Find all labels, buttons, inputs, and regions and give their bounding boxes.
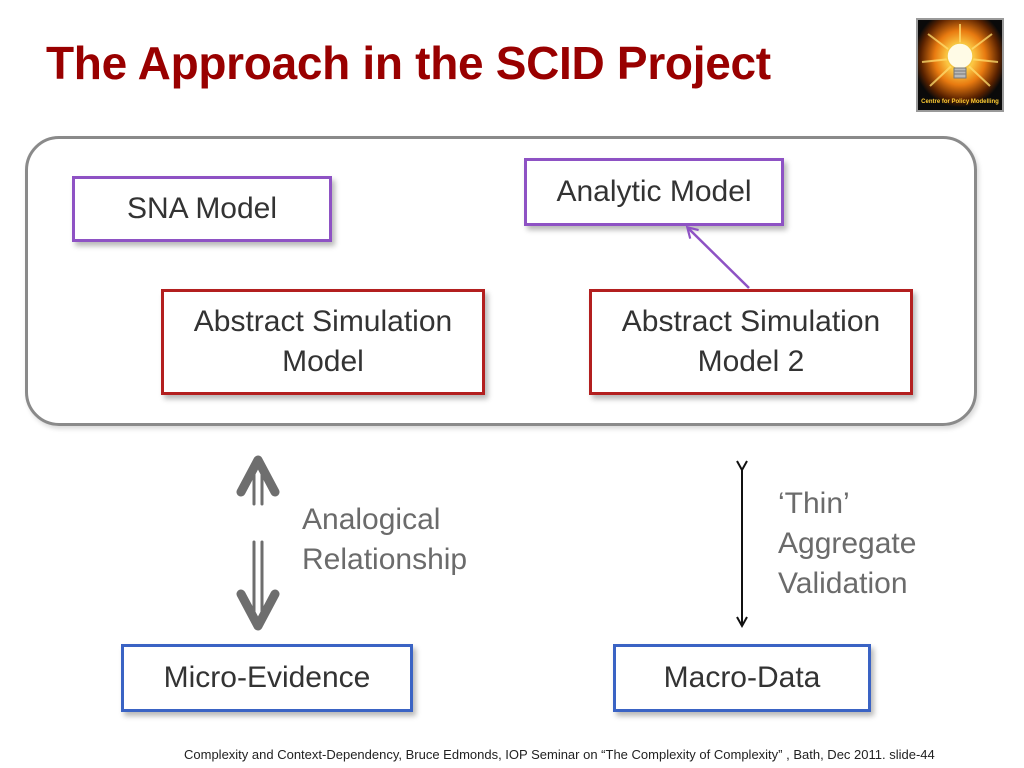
sna-model-box: SNA Model (72, 176, 332, 242)
micro-evidence-box: Micro-Evidence (121, 644, 413, 712)
macro-data-label: Macro-Data (663, 661, 821, 694)
logo: Centre for Policy Modelling (916, 18, 1004, 112)
analogical-line2: Relationship (302, 543, 468, 576)
abstract-sim-line2: Model (282, 345, 364, 378)
thin-line3: Validation (778, 567, 908, 600)
analogical-relationship-label: Analogical Relationship (302, 500, 467, 580)
slide-footer: Complexity and Context-Dependency, Bruce… (184, 747, 935, 762)
abstract-sim2-line2: Model 2 (697, 345, 805, 378)
micro-evidence-label: Micro-Evidence (163, 661, 371, 694)
lightbulb-icon (918, 20, 1002, 110)
analogical-line1: Analogical (302, 503, 441, 536)
logo-caption: Centre for Policy Modelling (921, 99, 999, 105)
abstract-simulation-model-box: Abstract Simulation Model (161, 289, 485, 395)
analytic-model-label: Analytic Model (556, 175, 752, 208)
models-container (25, 136, 977, 426)
thin-line2: Aggregate (778, 527, 917, 560)
slide-title: The Approach in the SCID Project (46, 37, 771, 89)
analogical-double-arrow (236, 455, 280, 631)
abstract-sim2-line1: Abstract Simulation (621, 305, 881, 338)
sim2-to-analytic-arrow (685, 225, 750, 289)
sna-model-label: SNA Model (126, 192, 278, 225)
analytic-model-box: Analytic Model (524, 158, 784, 226)
abstract-sim-line1: Abstract Simulation (193, 305, 453, 338)
thin-line1: ‘Thin’ (778, 487, 850, 520)
thin-aggregate-validation-label: ‘Thin’ Aggregate Validation (778, 484, 916, 604)
abstract-simulation-model-2-box: Abstract Simulation Model 2 (589, 289, 913, 395)
macro-data-box: Macro-Data (613, 644, 871, 712)
